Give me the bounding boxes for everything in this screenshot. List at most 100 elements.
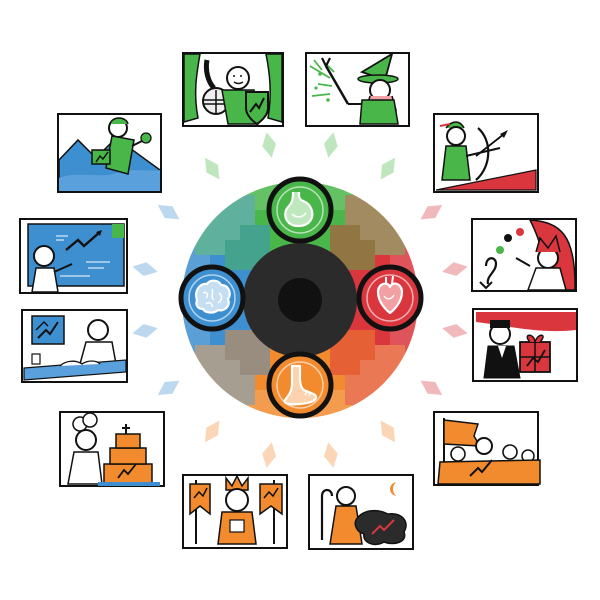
mosaic-tile bbox=[405, 390, 418, 405]
ray-diamond bbox=[262, 132, 276, 158]
mosaic-tile bbox=[390, 240, 405, 255]
mosaic-tile bbox=[195, 195, 210, 210]
mosaic-tile bbox=[405, 182, 418, 195]
mosaic-tile bbox=[240, 182, 255, 195]
stomach-icon bbox=[266, 176, 334, 244]
mosaic-tile bbox=[182, 405, 195, 418]
mosaic-tile bbox=[345, 405, 360, 418]
mosaic-tile bbox=[360, 390, 375, 405]
mosaic-tile bbox=[255, 225, 270, 240]
mosaic-tile bbox=[390, 182, 405, 195]
panel-chef-with-cake bbox=[59, 411, 165, 487]
mosaic-tile bbox=[225, 360, 240, 375]
ray-diamond bbox=[380, 420, 395, 443]
mosaic-tile bbox=[360, 225, 375, 240]
mosaic-tile bbox=[375, 405, 390, 418]
ray-diamond bbox=[157, 380, 180, 395]
mosaic-tile bbox=[360, 195, 375, 210]
mosaic-tile bbox=[195, 225, 210, 240]
mosaic-tile bbox=[345, 225, 360, 240]
mosaic-tile bbox=[345, 182, 360, 195]
mosaic-tile bbox=[240, 255, 255, 270]
mosaic-tile bbox=[375, 240, 390, 255]
panel-knight-with-shield bbox=[182, 52, 284, 127]
mosaic-tile bbox=[225, 390, 240, 405]
panel-flag-bearer-with-crowd bbox=[433, 411, 541, 486]
panel-scholar-at-desk bbox=[21, 309, 128, 383]
mosaic-tile bbox=[195, 390, 210, 405]
mosaic-tile bbox=[405, 360, 418, 375]
ray-diamond bbox=[205, 420, 220, 443]
foot-icon bbox=[266, 351, 334, 419]
mosaic-tile bbox=[240, 195, 255, 210]
ray-diamond bbox=[324, 442, 338, 468]
ray-diamond bbox=[157, 205, 180, 220]
mosaic-tile bbox=[375, 225, 390, 240]
mosaic-tile bbox=[345, 375, 360, 390]
mosaic-tile bbox=[195, 360, 210, 375]
mosaic-tile bbox=[330, 225, 345, 240]
mosaic-tile bbox=[360, 405, 375, 418]
mosaic-tile bbox=[255, 360, 270, 375]
mosaic-tile bbox=[375, 195, 390, 210]
mosaic-tile bbox=[345, 240, 360, 255]
mosaic-tile bbox=[375, 330, 390, 345]
mosaic-tile bbox=[240, 330, 255, 345]
panel-wizard-casting-sparks bbox=[305, 52, 410, 127]
mosaic-tile bbox=[240, 210, 255, 225]
mosaic-tile bbox=[182, 330, 195, 345]
mosaic-tile bbox=[182, 225, 195, 240]
mosaic-tile bbox=[375, 210, 390, 225]
ray-diamond bbox=[205, 157, 220, 180]
mosaic-tile bbox=[255, 405, 270, 418]
ray-diamond bbox=[132, 324, 158, 338]
mosaic-tile bbox=[195, 182, 210, 195]
mosaic-tile bbox=[240, 345, 255, 360]
mosaic-tile bbox=[330, 210, 345, 225]
panel-jester-juggling bbox=[471, 218, 577, 292]
mosaic-tile bbox=[360, 360, 375, 375]
mosaic-tile bbox=[225, 225, 240, 240]
panel-shepherd-with-sheep bbox=[308, 474, 414, 550]
mosaic-tile bbox=[375, 360, 390, 375]
ray-diamond bbox=[262, 442, 276, 468]
mosaic-tile bbox=[195, 345, 210, 360]
mosaic-tile bbox=[195, 240, 210, 255]
mosaic-tile bbox=[330, 195, 345, 210]
mosaic-tile bbox=[405, 210, 418, 225]
mosaic-tile bbox=[182, 360, 195, 375]
mosaic-tile bbox=[240, 390, 255, 405]
mosaic-tile bbox=[360, 345, 375, 360]
mosaic-tile bbox=[405, 345, 418, 360]
mosaic-tile bbox=[225, 375, 240, 390]
mosaic-tile bbox=[195, 405, 210, 418]
mosaic-tile bbox=[405, 240, 418, 255]
mosaic-tile bbox=[182, 182, 195, 195]
mosaic-tile bbox=[182, 240, 195, 255]
panel-archer-with-bow bbox=[433, 113, 539, 193]
mosaic-tile bbox=[330, 240, 345, 255]
mosaic-tile bbox=[195, 375, 210, 390]
mosaic-tile bbox=[405, 405, 418, 418]
mosaic-tile bbox=[390, 330, 405, 345]
mosaic-tile bbox=[390, 405, 405, 418]
mosaic-tile bbox=[225, 240, 240, 255]
mosaic-tile bbox=[345, 330, 360, 345]
mosaic-tile bbox=[210, 345, 225, 360]
mosaic-tile bbox=[210, 210, 225, 225]
mosaic-tile bbox=[360, 375, 375, 390]
mosaic-tile bbox=[255, 375, 270, 390]
mosaic-tile bbox=[210, 182, 225, 195]
mosaic-tile bbox=[240, 240, 255, 255]
mosaic-tile bbox=[360, 255, 375, 270]
ray-diamond bbox=[420, 205, 443, 220]
mosaic-tile bbox=[345, 360, 360, 375]
mosaic-tile bbox=[182, 345, 195, 360]
mosaic-tile bbox=[405, 195, 418, 210]
mosaic-tile bbox=[375, 182, 390, 195]
hub-center bbox=[278, 278, 322, 322]
mosaic-tile bbox=[360, 240, 375, 255]
mosaic-tile bbox=[375, 375, 390, 390]
mosaic-tile bbox=[182, 390, 195, 405]
